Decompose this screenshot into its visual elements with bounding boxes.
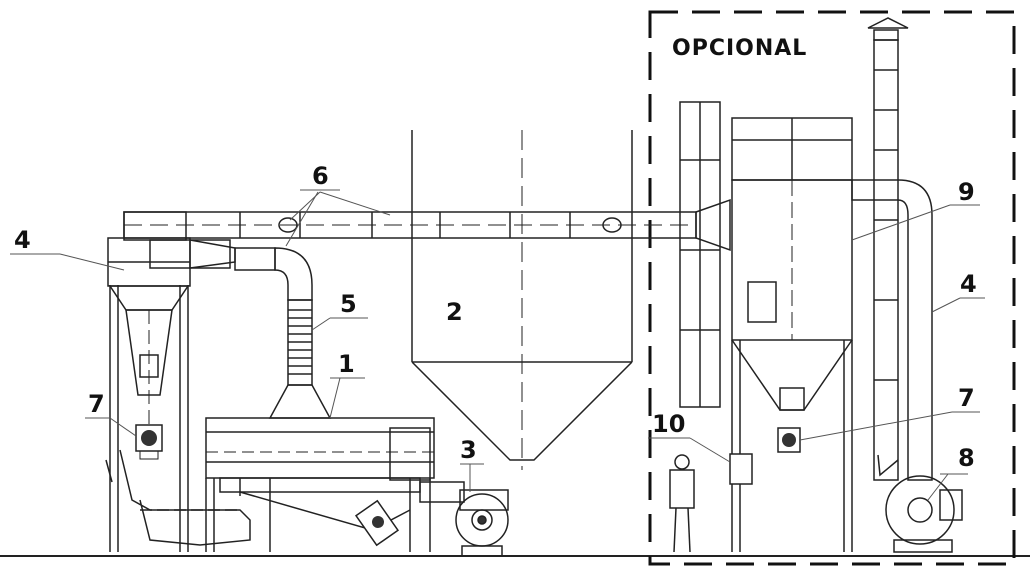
callout-9: 9 (958, 178, 975, 206)
fluid-bed-dryer (205, 417, 435, 552)
optional-label: OPCIONAL (672, 36, 807, 61)
silo (411, 130, 633, 470)
callout-7-left: 7 (88, 390, 105, 418)
cyclone-left (107, 211, 191, 552)
duct-return (149, 239, 332, 419)
rotary-valve-left (135, 424, 163, 460)
callout-10: 10 (652, 410, 685, 438)
exhaust-fan (885, 475, 963, 553)
callout-8: 8 (958, 444, 975, 472)
callout-4-right: 4 (960, 270, 977, 298)
rotary-valve-right (777, 427, 801, 453)
callout-5: 5 (340, 290, 357, 318)
callout-4-left: 4 (14, 226, 31, 254)
operator-figure (669, 454, 695, 553)
left-conveyor (105, 449, 251, 546)
chimney (851, 17, 933, 481)
callout-6: 6 (312, 162, 329, 190)
leader-lines (10, 189, 985, 501)
duct-main (123, 198, 731, 252)
callout-3: 3 (460, 436, 477, 464)
blower (419, 481, 509, 557)
control-panel (729, 453, 753, 485)
callout-7-right: 7 (958, 384, 975, 412)
bag-filter (679, 101, 853, 552)
callout-1: 1 (338, 350, 355, 378)
callout-2: 2 (446, 298, 463, 326)
optional-boundary (648, 10, 1016, 566)
dryer-vibro-motor (354, 499, 400, 547)
